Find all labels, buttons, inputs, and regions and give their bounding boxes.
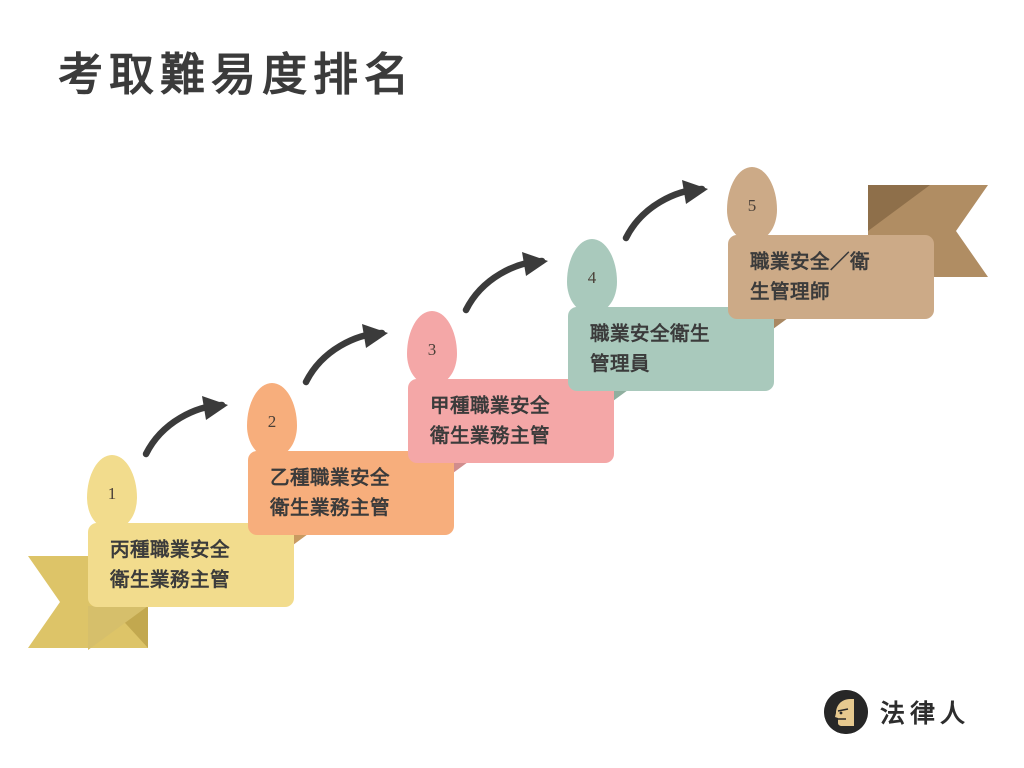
arrow-step-2-to-3 — [300, 324, 396, 386]
arrow-step-4-to-5 — [620, 180, 716, 242]
step-5-number-bubble: 5 — [727, 167, 777, 241]
step-1-fold — [88, 606, 148, 650]
step-2-number: 2 — [267, 412, 277, 431]
step-5-label: 職業安全／衛 生管理師 — [750, 250, 871, 303]
logo[interactable]: 法律人 — [824, 690, 970, 734]
step-4-label: 職業安全衛生 管理員 — [590, 322, 711, 375]
step-2-number-bubble: 2 — [247, 383, 297, 457]
step-5-number: 5 — [747, 196, 757, 215]
step-4-number: 4 — [587, 268, 597, 287]
person-profile-avatar-icon — [824, 690, 868, 734]
step-2-box[interactable]: 乙種職業安全 衛生業務主管 — [248, 451, 454, 535]
arrow-3-head — [522, 252, 548, 276]
arrow-2-head — [362, 324, 388, 348]
logo-text: 法律人 — [880, 700, 971, 728]
step-1-number: 1 — [107, 484, 117, 503]
step-1-label: 丙種職業安全 衛生業務主管 — [110, 538, 231, 591]
arrow-4-head — [682, 180, 708, 204]
step-3-label: 甲種職業安全 衛生業務主管 — [430, 394, 551, 447]
step-3-number: 3 — [427, 340, 437, 359]
step-3-number-bubble: 3 — [407, 311, 457, 385]
arrow-step-1-to-2 — [140, 396, 236, 458]
step-4-number-bubble: 4 — [567, 239, 617, 313]
step-3-box[interactable]: 甲種職業安全 衛生業務主管 — [408, 379, 614, 463]
arrow-1-head — [202, 396, 228, 420]
page-title: 考取難易度排名 — [58, 49, 416, 100]
step-1-number-bubble: 1 — [87, 455, 137, 529]
ribbon-right-shadow — [868, 185, 930, 231]
step-1-box[interactable]: 丙種職業安全 衛生業務主管 — [88, 523, 294, 607]
step-2-label: 乙種職業安全 衛生業務主管 — [270, 466, 391, 519]
arrow-step-3-to-4 — [460, 252, 556, 314]
step-5-box[interactable]: 職業安全／衛 生管理師 — [728, 235, 934, 319]
step-4-box[interactable]: 職業安全衛生 管理員 — [568, 307, 774, 391]
